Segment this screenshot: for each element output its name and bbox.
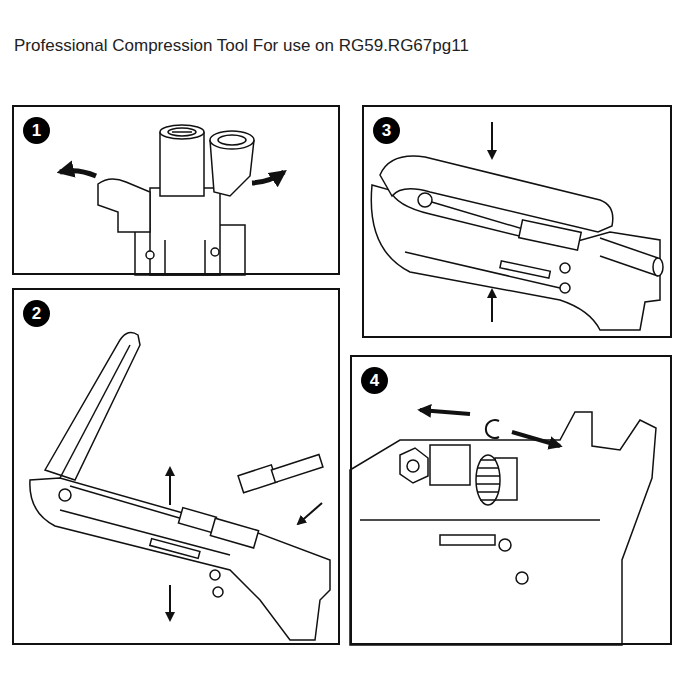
pull-arrow xyxy=(512,432,560,446)
tool-open xyxy=(30,478,330,640)
tool-head xyxy=(98,125,254,275)
tool-closeup xyxy=(350,412,656,645)
step-number: 2 xyxy=(23,300,50,327)
tool-closeup xyxy=(360,519,600,521)
tool-closed xyxy=(560,283,570,293)
tool-open xyxy=(210,570,220,580)
step-number: 3 xyxy=(373,117,400,144)
tool-head xyxy=(98,179,150,232)
squeeze-arrow xyxy=(491,122,493,322)
tool-closed xyxy=(405,252,560,288)
step-panel: 4 xyxy=(350,355,672,645)
tool-head xyxy=(160,125,204,139)
tool-open xyxy=(59,489,71,501)
tool-head xyxy=(160,132,204,196)
snap-ring xyxy=(486,420,499,438)
tool-open xyxy=(213,587,223,597)
rotate-arrow xyxy=(252,172,284,183)
tool-head xyxy=(210,131,254,149)
tool-closed xyxy=(600,238,658,258)
tool-open xyxy=(45,332,140,480)
tool-closeup xyxy=(516,572,528,584)
tool-head xyxy=(211,248,219,256)
direction-arrow xyxy=(169,585,171,620)
tool-closed xyxy=(653,258,663,276)
step-number: 4 xyxy=(361,367,388,394)
tool-closed xyxy=(500,261,550,278)
tool-closeup xyxy=(476,460,500,500)
tool-head xyxy=(172,131,192,133)
tool-head xyxy=(164,240,166,275)
tool-closeup xyxy=(440,535,495,545)
tool-closeup xyxy=(400,448,428,483)
tool-open xyxy=(238,465,277,493)
squeeze-arrow xyxy=(491,290,493,322)
tool-closed xyxy=(371,156,663,330)
tool-closed xyxy=(560,263,570,273)
direction-arrow xyxy=(170,468,322,620)
tool-head xyxy=(150,188,220,275)
tool-open xyxy=(210,518,258,548)
step-panel: 3 xyxy=(362,105,672,338)
tool-closeup xyxy=(499,539,511,551)
squeeze-arrow xyxy=(491,122,493,158)
tool-open xyxy=(30,332,330,640)
tool-closeup xyxy=(430,445,470,485)
step-number: 1 xyxy=(23,117,50,144)
pull-arrow xyxy=(420,410,470,414)
tool-closeup xyxy=(407,460,419,472)
tool-closeup xyxy=(350,412,656,645)
tool-head xyxy=(168,128,196,136)
rotate-arrow xyxy=(60,171,284,183)
tool-open xyxy=(60,345,130,478)
pull-arrow xyxy=(420,410,560,446)
direction-arrow xyxy=(298,503,322,524)
tool-closeup xyxy=(476,455,500,505)
tool-closed xyxy=(418,193,432,207)
step-panel: 1 xyxy=(12,105,340,275)
tool-open xyxy=(178,508,216,533)
tool-head xyxy=(204,240,206,275)
tool-head xyxy=(146,251,154,259)
rotate-arrow xyxy=(60,171,96,176)
title: Professional Compression Tool For use on… xyxy=(14,36,469,56)
tool-open xyxy=(271,455,323,483)
step-panel: 2 xyxy=(12,288,340,645)
direction-arrow xyxy=(169,468,171,505)
tool-closed xyxy=(519,220,581,250)
tool-open xyxy=(150,539,200,559)
snap-ring xyxy=(486,420,499,438)
tool-head xyxy=(218,135,246,145)
tool-closed xyxy=(600,256,658,276)
